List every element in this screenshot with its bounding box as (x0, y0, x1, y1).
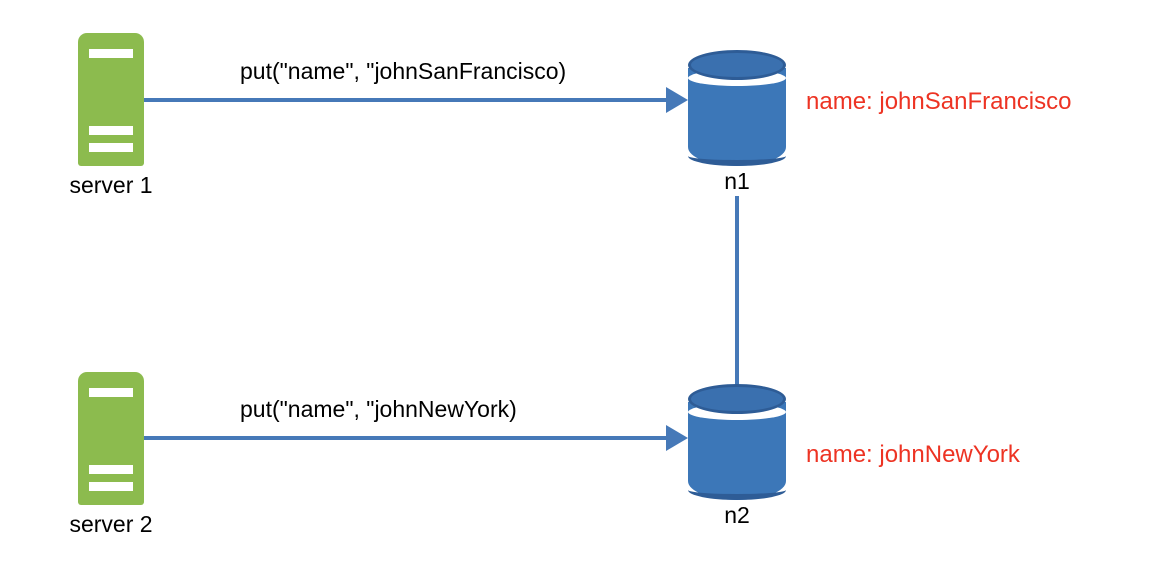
server-label-1: server 1 (69, 172, 153, 198)
database-icon-n2[interactable] (688, 384, 786, 500)
server-icon-2[interactable] (78, 372, 144, 505)
operation-label-2: put("name", "johnNewYork) (240, 396, 517, 422)
db-top-ellipse (688, 50, 786, 80)
server-slot-bar (89, 143, 133, 152)
server-slot-bar (89, 49, 133, 58)
server-icon-1[interactable] (78, 33, 144, 166)
server-label-2: server 2 (69, 511, 153, 537)
server-slot-bar (89, 388, 133, 397)
db-bottom-rim (688, 480, 786, 500)
stored-value-n2: name: johnNewYork (806, 441, 1020, 468)
server-slot-bar (89, 126, 133, 135)
connector-line-server2-n2 (144, 436, 666, 440)
node-label-n2: n2 (724, 502, 750, 528)
connector-line-server1-n1 (144, 98, 666, 102)
connector-line-n1-n2 (735, 196, 739, 386)
server-slot-bar (89, 482, 133, 491)
arrowhead-icon-server2-n2 (666, 425, 688, 451)
stored-value-n1: name: johnSanFrancisco (806, 88, 1072, 115)
arrowhead-icon-server1-n1 (666, 87, 688, 113)
operation-label-1: put("name", "johnSanFrancisco) (240, 58, 567, 84)
node-label-n1: n1 (724, 168, 750, 194)
db-top-ellipse (688, 384, 786, 414)
db-bottom-rim (688, 146, 786, 166)
server-slot-bar (89, 465, 133, 474)
database-icon-n1[interactable] (688, 50, 786, 166)
